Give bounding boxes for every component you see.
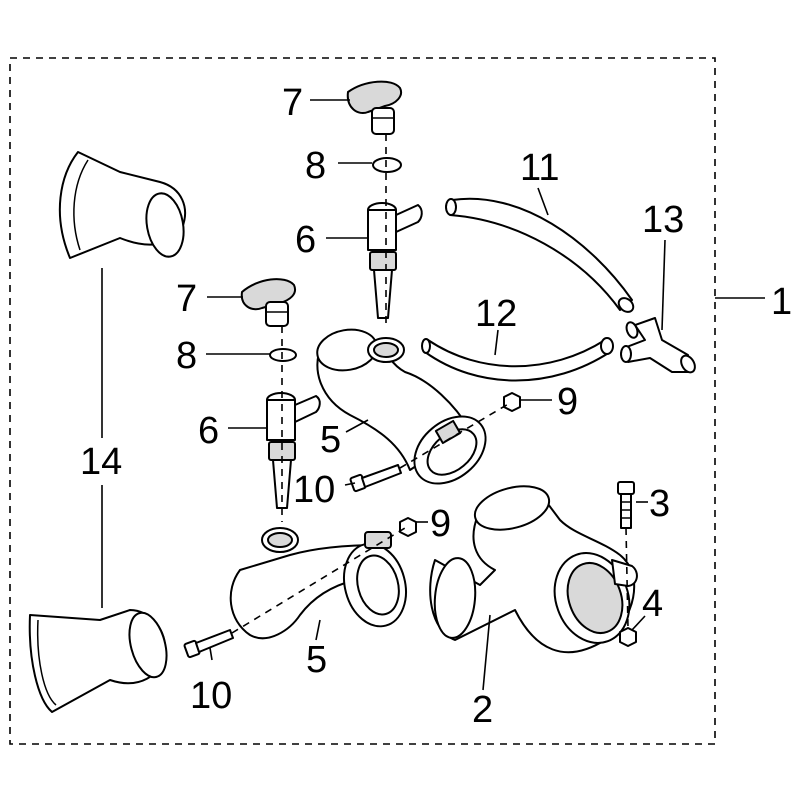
callout-8-lower: 8 — [176, 335, 197, 377]
leader-13 — [661, 239, 666, 331]
nut — [619, 627, 637, 647]
callout-10-upper: 10 — [293, 469, 335, 511]
leader-5a — [345, 419, 369, 433]
hose-long — [445, 197, 635, 313]
callout-1: 1 — [771, 281, 792, 323]
funnel-bottom — [28, 609, 168, 713]
nut-lower — [399, 517, 417, 537]
callout-4: 4 — [642, 583, 663, 625]
hose-short — [421, 337, 614, 382]
leader-4 — [631, 615, 646, 631]
axis-screw-upper — [399, 402, 511, 469]
elbow-hose-upper — [316, 328, 487, 485]
callout-11: 11 — [520, 147, 559, 189]
callout-6-lower: 6 — [198, 410, 219, 452]
callout-9-upper: 9 — [557, 381, 578, 423]
callout-7-lower: 7 — [176, 278, 197, 320]
valve-knob-top — [346, 80, 402, 135]
axis-bolt — [625, 527, 629, 629]
callout-6-upper: 6 — [295, 219, 316, 261]
callout-8-upper: 8 — [305, 145, 326, 187]
leader-10b — [209, 647, 213, 661]
o-ring-mid — [269, 348, 297, 362]
assembly-boundary — [9, 57, 716, 745]
y-pipe — [429, 485, 638, 654]
callout-9-lower: 9 — [430, 503, 451, 545]
screw-upper — [349, 464, 402, 493]
callout-14: 14 — [80, 441, 122, 483]
leader-11 — [537, 187, 549, 216]
leader-12 — [494, 329, 499, 356]
y-connector — [620, 317, 696, 374]
callout-10-lower: 10 — [190, 675, 232, 717]
callout-12: 12 — [475, 293, 517, 335]
callout-13: 13 — [642, 199, 684, 241]
screw-lower — [183, 629, 234, 659]
funnel-top — [58, 151, 186, 259]
leader-5b — [315, 619, 321, 641]
callout-3: 3 — [649, 483, 670, 525]
valve-body-top — [367, 202, 423, 319]
valve-knob-mid — [240, 278, 296, 327]
bolt — [617, 481, 635, 529]
nut-upper — [503, 392, 521, 412]
o-ring-top — [372, 157, 402, 173]
callout-5-upper: 5 — [320, 419, 341, 461]
callout-7-upper: 7 — [282, 82, 303, 124]
callout-5-lower: 5 — [306, 639, 327, 681]
leader-2 — [482, 614, 491, 691]
leader-10a — [344, 482, 356, 486]
callout-2: 2 — [472, 689, 493, 731]
elbow-hose-lower — [229, 527, 407, 640]
